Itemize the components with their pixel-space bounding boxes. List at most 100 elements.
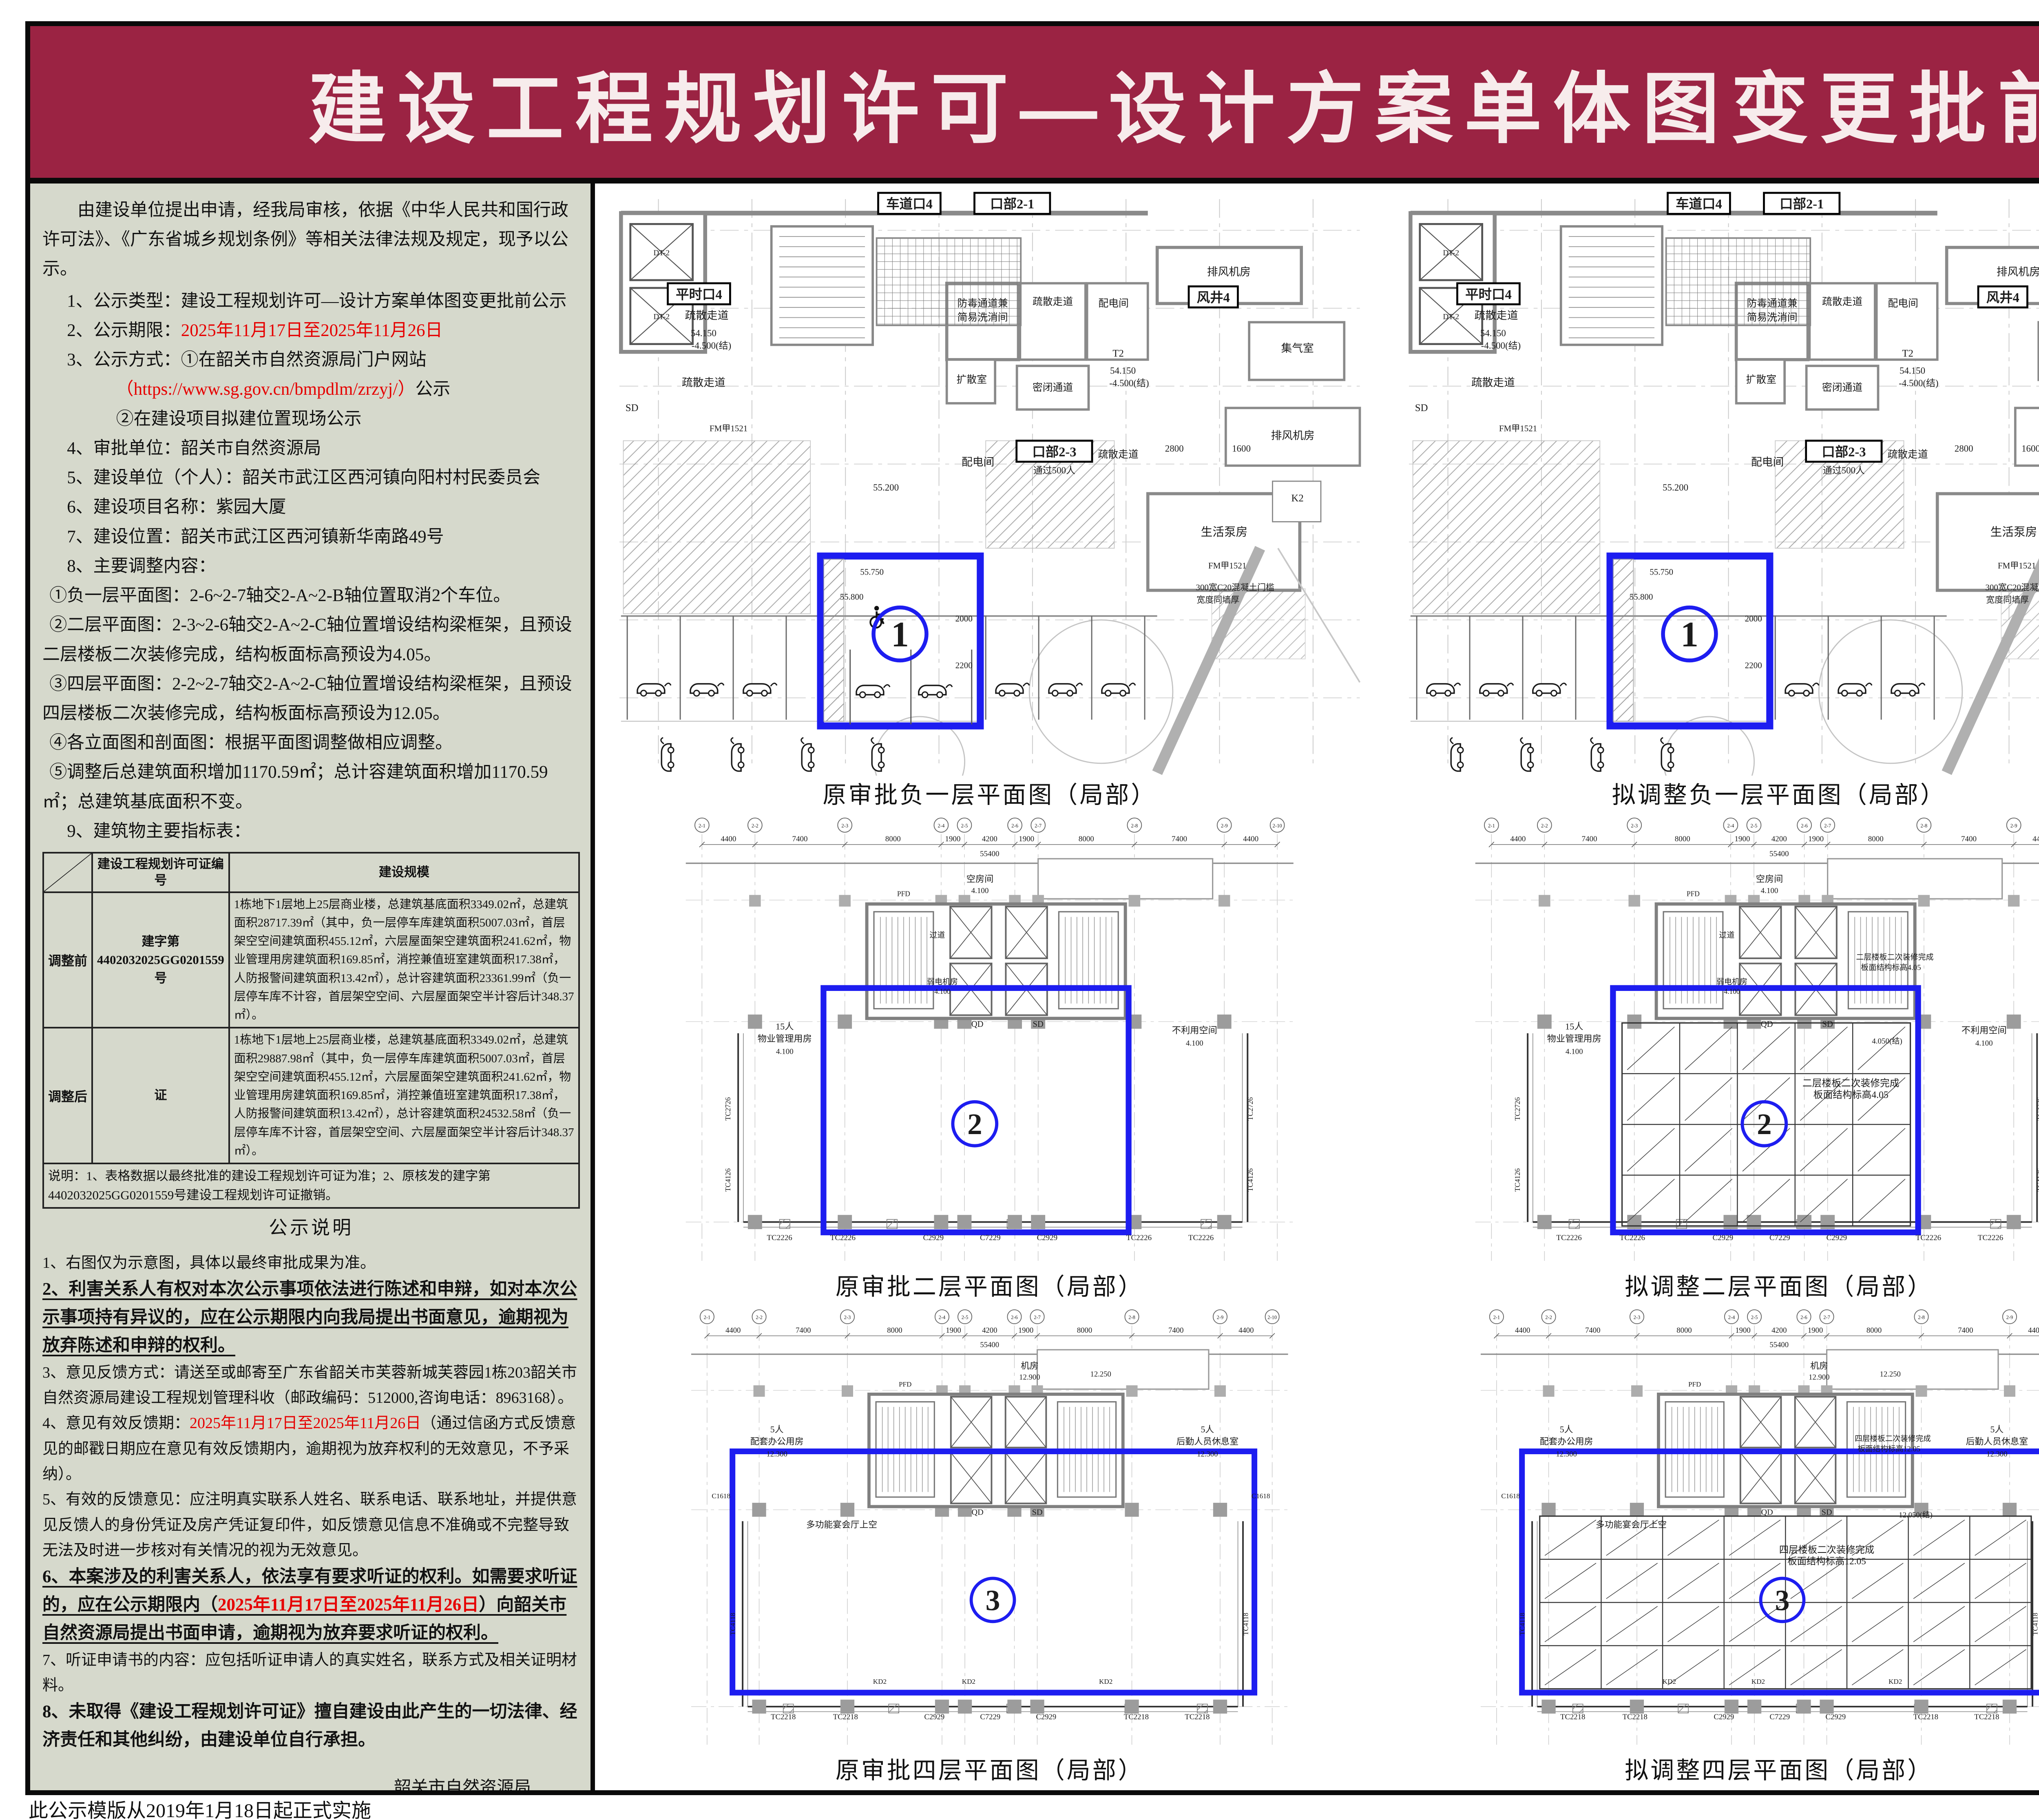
plan-label: SD <box>1822 1020 1833 1029</box>
plan-label: 54.150 <box>1900 365 1925 376</box>
plan-label: 4200 <box>982 1326 997 1335</box>
plan-label: 4400 <box>1243 835 1258 843</box>
plan-label: FM甲1521 <box>1499 424 1537 433</box>
car-icon <box>995 682 1030 697</box>
plan-label: 四层楼板二次装修完成 <box>1779 1544 1874 1555</box>
adjust-marker-circle <box>1661 605 1718 663</box>
adjust-marker-circle <box>1740 1100 1788 1148</box>
plan-label: 4200 <box>1771 835 1787 843</box>
table-corner-cell <box>42 852 93 893</box>
plan-label: FM甲1521 <box>1208 561 1246 571</box>
plan-label: C2929 <box>924 1713 944 1721</box>
car-icon <box>1519 737 1534 772</box>
plan-label: 后勤人员休息室 <box>1177 1437 1238 1446</box>
plan-label: TC4118 <box>1518 1613 1526 1635</box>
plan-label: PFD <box>1686 890 1699 898</box>
plan-label: 8000 <box>885 835 901 843</box>
indicator-table: 建设工程规划许可证编号 建设规模 调整前 建字第4402032025GG0201… <box>42 852 580 1209</box>
plan-label: 2-10 <box>1273 823 1282 829</box>
plan-label: KD2 <box>873 1678 887 1685</box>
notice-line: 5、建设单位（个人）：韶关市武江区西河镇向阳村村民委员会 <box>67 468 541 488</box>
plan-label: 7400 <box>1168 1326 1183 1335</box>
plan-label: 疏散走道 <box>682 376 725 389</box>
plan-label: -4.500(结) <box>692 341 731 351</box>
plan-label: 疏散走道 <box>1471 376 1515 389</box>
plan-label: C1618 <box>1252 1492 1270 1500</box>
plan-label: 通过500人 <box>1822 465 1864 475</box>
plan-label: 四层楼板二次装修完成 <box>1855 1435 1931 1443</box>
plan-label: C2929 <box>1037 1234 1057 1242</box>
plan-label: C2929 <box>1036 1713 1056 1721</box>
notice-line: ⑤调整后总建筑面积增加1170.59㎡；总计容建筑面积增加1170.59㎡；总建… <box>42 763 548 812</box>
plan-label: QD <box>1760 1020 1773 1029</box>
plan-label: 机房 <box>1021 1361 1039 1371</box>
row-label-after: 调整后 <box>42 1027 93 1165</box>
plan-label: TC2218 <box>1974 1713 1999 1721</box>
scale-before: 1栋地下1层地上25层商业楼，总建筑基底面积3349.02㎡，总建筑面积2871… <box>228 891 580 1029</box>
plan-label: 密闭通道 <box>1822 382 1862 393</box>
plan-label: 12.300 <box>1986 1450 2007 1458</box>
content-area: 由建设单位提出申请，经我局审核，依据《中华人民共和国行政许可法》、《广东省城乡规… <box>30 184 2039 1790</box>
plan-label: TC2218 <box>1622 1713 1647 1721</box>
notice-line: ②二层平面图：2-3~2-6轴交2-A~2-C轴位置增设结构梁框架，且预设二层楼… <box>42 615 572 664</box>
plan-label: TC2226 <box>830 1234 856 1242</box>
plan-label: 55.750 <box>860 567 884 577</box>
plan-label: 5人 <box>770 1424 784 1434</box>
plan-label: 2-1 <box>1493 1314 1500 1320</box>
plan-label: 二层楼板二次装修完成 <box>1802 1078 1899 1089</box>
plan-label: 风井4 <box>1986 290 2019 305</box>
public-note-line: 8、未取得《建设工程规划许可证》擅自建设由此产生的一切法律、经济责任和其他纠纷，… <box>42 1702 577 1750</box>
plan-label: 不利用空间 <box>1172 1025 1217 1035</box>
plan-label: PFD <box>899 1380 911 1388</box>
plan-label: 2-2 <box>1545 1314 1552 1320</box>
plan-label: 2-8 <box>1918 1314 1925 1320</box>
plan-label: 2-6 <box>1801 823 1808 829</box>
plan-label: FM甲1521 <box>1997 561 2035 571</box>
plan-label: T2 <box>1112 348 1124 359</box>
plan-label: 8000 <box>1079 835 1094 843</box>
plan-label: 板面结构标高4.05 <box>1813 1090 1888 1101</box>
plan-label: 2200 <box>1745 661 1762 670</box>
plan-label: 车道口4 <box>1676 197 1722 212</box>
plan-label: 4400 <box>2028 1326 2039 1335</box>
plan-caption: 原审批二层平面图（局部） <box>835 1274 1144 1300</box>
plan-label: 空房间 <box>1756 874 1783 884</box>
plan-label: 口部2-3 <box>1822 444 1866 460</box>
plan-label: 2 <box>967 1108 982 1141</box>
plan-label: TC4126 <box>1513 1168 1522 1192</box>
plan-label: 板面结构标高4.05 <box>1861 963 1921 972</box>
plan-label: 4400 <box>725 1326 741 1335</box>
plan-label: 1900 <box>1018 1326 1033 1335</box>
plan-label: TC2726 <box>1513 1097 1522 1121</box>
plan-label: 3 <box>986 1584 1000 1617</box>
plan-label: SD <box>1033 1020 1043 1029</box>
plan-label: 2-3 <box>1631 823 1638 829</box>
car-icon <box>1784 682 1820 697</box>
notice-line: ③四层平面图：2-2~2-7轴交2-A~2-C轴位置增设结构梁框架，且预设四层楼… <box>42 674 572 723</box>
plan-label: 12.300 <box>766 1450 787 1458</box>
plan-drawing-f4a: 2-12-22-32-42-52-62-72-82-92-10440074008… <box>1480 1309 2039 1745</box>
plan-label: 2-8 <box>1131 823 1138 829</box>
plan-f2a: 2-12-22-32-42-52-62-72-82-92-10440074008… <box>1384 815 2039 1307</box>
plan-label: 54.150 <box>1110 365 1136 376</box>
page-title: 建设工程规划许可—设计方案单体图变更批前公示 <box>308 66 2039 153</box>
plan-label: TC4118 <box>1242 1613 1249 1635</box>
plan-label: 2-4 <box>939 1314 946 1320</box>
plan-label: 2-5 <box>1750 823 1757 829</box>
adjust-marker-circle <box>951 1100 999 1148</box>
plan-label: 2-10 <box>1267 1314 1277 1320</box>
plan-label: 口部2-1 <box>1780 197 1824 212</box>
plan-label: 2-2 <box>756 1314 763 1320</box>
plan-label: 2-8 <box>1920 823 1927 829</box>
plan-label: TC2218 <box>833 1713 858 1721</box>
plan-label: SD <box>1821 1508 1832 1517</box>
public-note-line: 5、有效的反馈意见：应注明真实联系人姓名、联系电话、联系地址，并提供意见反馈人的… <box>42 1491 577 1559</box>
plan-label: TC2226 <box>1619 1234 1645 1242</box>
plan-label: 55400 <box>1769 1341 1789 1349</box>
car-icon <box>690 682 725 697</box>
car-icon <box>1101 682 1136 697</box>
